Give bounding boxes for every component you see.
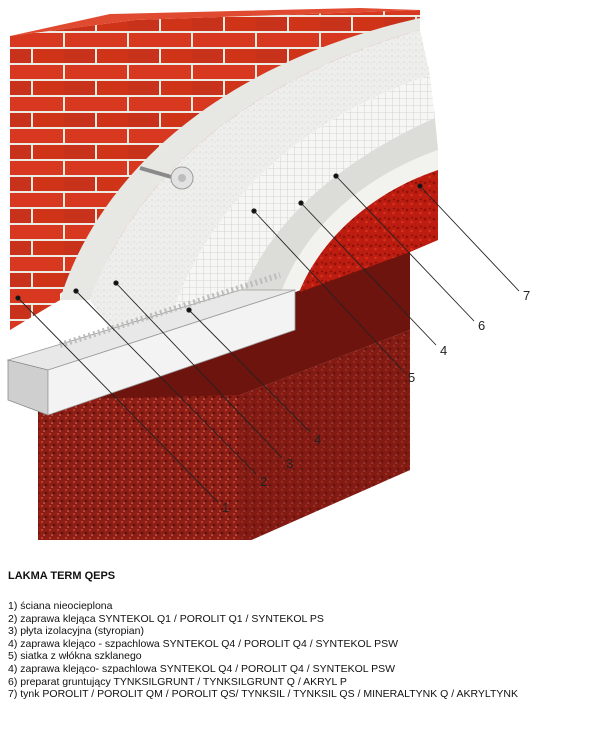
primer-layer bbox=[282, 150, 438, 290]
callout-6: 6 bbox=[478, 318, 485, 333]
legend-item: 4) zaprawa klejąco- szpachlowa SYNTEKOL … bbox=[8, 662, 396, 675]
leader-lines bbox=[15, 173, 520, 503]
starter-profile bbox=[6, 272, 296, 416]
render-layer-body bbox=[300, 170, 438, 292]
callout-7: 7 bbox=[523, 288, 530, 303]
insulation-board bbox=[90, 30, 430, 345]
insulation-anchor bbox=[139, 166, 194, 190]
scratch-coat-layer bbox=[240, 118, 438, 300]
wall-insulation-diagram: 1 2 3 4 5 4 6 7 bbox=[6, 8, 530, 540]
legend-list: 1) ściana nieocieplona 2) zaprawa klejąc… bbox=[8, 600, 598, 701]
legend-item: 7) tynk POROLIT / POROLIT QM / POROLIT Q… bbox=[8, 688, 518, 701]
legend-item: 4) zaprawa klejąco - szpachlowa SYNTEKOL… bbox=[8, 637, 398, 650]
glass-fibre-mesh bbox=[170, 75, 435, 320]
callout-3: 3 bbox=[286, 456, 293, 471]
legend-item: 1) ściana nieocieplona bbox=[8, 600, 113, 612]
callout-4-lower: 4 bbox=[314, 432, 321, 447]
callout-2: 2 bbox=[260, 474, 267, 489]
legend-item: 6) preparat gruntujący TYNKSILGRUNT / TY… bbox=[8, 675, 347, 688]
callout-4-upper: 4 bbox=[440, 343, 447, 358]
callout-1: 1 bbox=[222, 500, 229, 515]
callout-labels: 1 2 3 4 5 4 6 7 bbox=[222, 288, 530, 515]
legend-item: 5) siatka z włókna szklanego bbox=[8, 650, 142, 663]
adhesive-layer bbox=[60, 18, 420, 300]
legend: LAKMA TERM QEPS 1) ściana nieocieplona 2… bbox=[8, 570, 598, 701]
plinth bbox=[38, 248, 410, 540]
legend-title: LAKMA TERM QEPS bbox=[8, 570, 116, 582]
legend-item: 3) płyta izolacyjna (styropian) bbox=[8, 625, 144, 638]
legend-item: 2) zaprawa klejąca SYNTEKOL Q1 / POROLIT… bbox=[8, 612, 324, 625]
callout-5: 5 bbox=[408, 370, 415, 385]
